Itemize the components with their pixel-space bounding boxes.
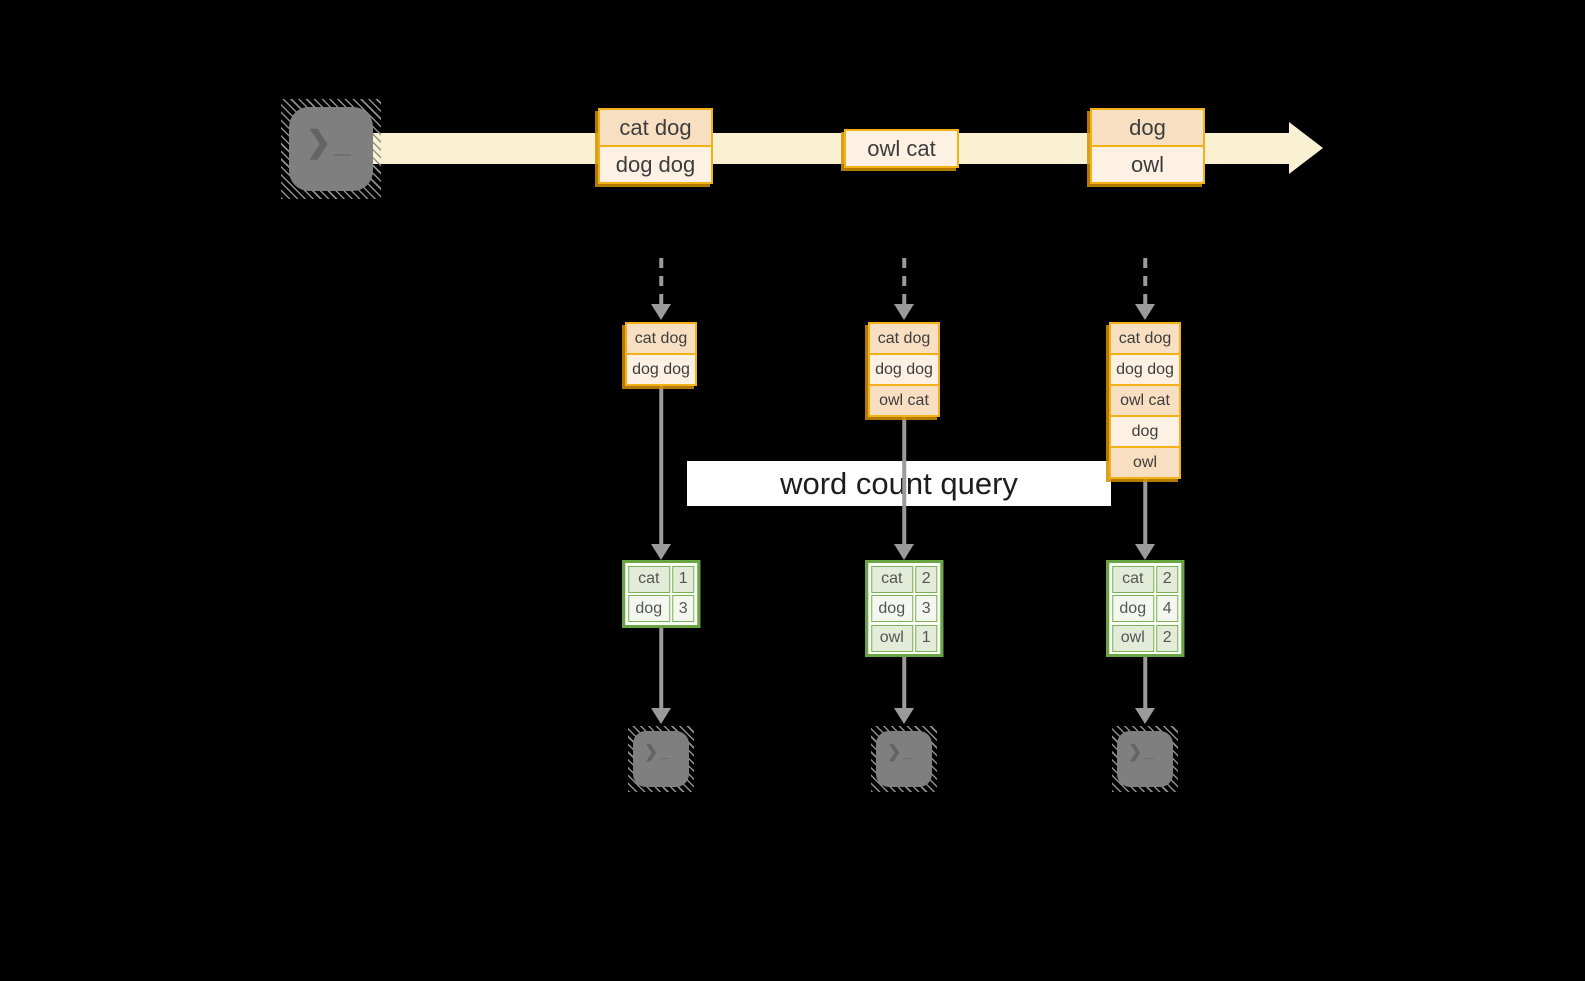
buffered-event-text: cat dog — [1111, 324, 1179, 353]
buffered-event-text: dog dog — [870, 353, 938, 384]
terminal-sink-icon: ❯_ — [871, 726, 937, 792]
word-cell: cat — [627, 565, 670, 593]
count-cell: 1 — [915, 624, 938, 652]
ingest-arrow-dashed — [1143, 258, 1147, 304]
query-arrow — [1143, 479, 1147, 544]
stream-event-text: owl cat — [846, 131, 957, 166]
terminal-prompt-glyph: ❯_ — [1128, 742, 1156, 761]
buffered-event-text: owl — [1111, 446, 1179, 477]
buffered-event-text: dog dog — [627, 353, 695, 384]
stream-event-text: owl — [1092, 145, 1203, 182]
terminal-icon: ❯_ — [876, 731, 932, 787]
count-cell: 2 — [1156, 624, 1179, 652]
buffered-event-text: dog dog — [1111, 353, 1179, 384]
query-arrow-head-icon — [1135, 544, 1155, 560]
word-cell: cat — [870, 565, 913, 593]
ingest-arrow-head-icon — [651, 304, 671, 320]
terminal-icon: ❯_ — [1117, 731, 1173, 787]
output-arrow — [659, 628, 663, 708]
stream-event-text: cat dog — [600, 110, 711, 145]
count-cell: 2 — [915, 565, 938, 593]
count-cell: 2 — [1156, 565, 1179, 593]
terminal-sink-icon: ❯_ — [1112, 726, 1178, 792]
query-arrow — [659, 386, 663, 544]
query-label: word count query — [687, 461, 1111, 506]
buffered-event-text: owl cat — [870, 384, 938, 415]
word-cell: cat — [1111, 565, 1154, 593]
output-arrow — [902, 657, 906, 708]
word-cell: owl — [870, 624, 913, 652]
terminal-prompt-glyph: ❯_ — [644, 742, 672, 761]
stream-event-text: dog dog — [600, 145, 711, 182]
stream-event-box: owl cat — [844, 129, 959, 168]
terminal-source-icon: ❯_ — [281, 99, 381, 199]
output-arrow-head-icon — [894, 708, 914, 724]
buffered-event-text: cat dog — [627, 324, 695, 353]
stream-event-text: dog — [1092, 110, 1203, 145]
buffered-event-text: cat dog — [870, 324, 938, 353]
terminal-icon: ❯_ — [633, 731, 689, 787]
query-arrow — [902, 417, 906, 544]
ingest-arrow-dashed — [902, 258, 906, 304]
output-arrow — [1143, 657, 1147, 708]
terminal-prompt-glyph: ❯_ — [306, 126, 354, 159]
terminal-prompt-glyph: ❯_ — [887, 742, 915, 761]
output-arrow-head-icon — [1135, 708, 1155, 724]
word-cell: owl — [1111, 624, 1154, 652]
ingest-arrow-dashed — [659, 258, 663, 304]
word-cell: dog — [627, 595, 670, 622]
word-cell: dog — [1111, 595, 1154, 622]
count-cell: 4 — [1156, 595, 1179, 622]
word-cell: dog — [870, 595, 913, 622]
output-arrow-head-icon — [651, 708, 671, 724]
query-arrow-head-icon — [651, 544, 671, 560]
buffered-event-text: owl cat — [1111, 384, 1179, 415]
count-cell: 3 — [672, 595, 695, 622]
terminal-icon: ❯_ — [289, 107, 373, 191]
stream-arrow-head-icon — [1289, 122, 1323, 174]
count-cell: 1 — [672, 565, 695, 593]
buffered-event-text: dog — [1111, 415, 1179, 446]
query-arrow-head-icon — [894, 544, 914, 560]
count-cell: 3 — [915, 595, 938, 622]
ingest-arrow-head-icon — [1135, 304, 1155, 320]
ingest-arrow-head-icon — [894, 304, 914, 320]
terminal-sink-icon: ❯_ — [628, 726, 694, 792]
